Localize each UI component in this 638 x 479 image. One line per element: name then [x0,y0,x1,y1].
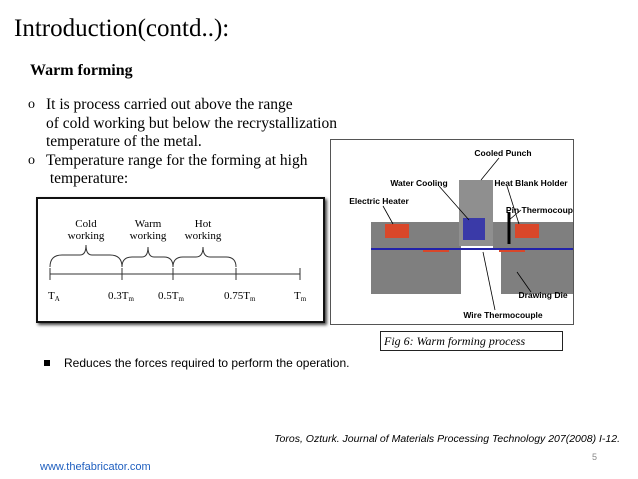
bullet-list: o It is process carried out above the ra… [28,96,368,189]
label-pin-thermocouple: Pin Thermocouple [506,205,573,215]
electric-heater-right [515,224,539,238]
footer-link[interactable]: www.thefabricator.com [40,461,151,473]
electric-heater-left [385,224,409,238]
page-number: 5 [592,452,598,462]
brace-hot [172,246,237,268]
sub-bullet-text: Reduces the forces required to perform t… [64,356,350,370]
bullet-marker: o [28,152,35,168]
leader-line [480,157,500,181]
sub-bullet-item: Reduces the forces required to perform t… [44,356,350,370]
bullet-item: o Temperature range for the forming at h… [28,152,368,189]
brace-cold [49,244,123,268]
slide-title: Introduction(contd..): [14,15,230,42]
process-diagram-svg: Cooled Punch Water Cooling Heat Blank Ho… [349,148,580,320]
square-bullet-icon [44,360,50,366]
range-label-line2: working [68,230,105,242]
brace-warm [121,246,174,268]
range-label-line2: working [185,230,222,242]
section-heading: Warm forming [30,62,133,79]
range-label-line1: Cold [75,218,97,230]
label-water-cooling: Water Cooling [390,178,447,188]
left-drawing-die [371,250,461,294]
bullet-line: temperature of the metal. [46,133,202,150]
left-blank-holder [371,222,461,248]
bullet-line: It is process carried out above the rang… [46,96,293,113]
right-drawing-die [501,250,573,294]
range-label-line2: working [130,230,167,242]
range-label-line1: Warm [135,218,162,230]
label-electric-heater: Electric Heater [349,196,409,206]
leader-line [382,205,394,225]
bullet-item: o It is process carried out above the ra… [28,96,368,152]
tick-label: Tm [294,290,307,303]
leader-line [508,209,522,221]
tick-label: 0.3Tm [108,290,134,303]
label-drawing-die: Drawing Die [518,290,567,300]
temperature-scale-diagram: Cold working Warm working Hot working TA… [36,197,325,323]
bullet-line: Temperature range for the forming at hig… [46,151,308,169]
leader-line [438,185,470,221]
leader-line [482,251,496,311]
tick-label: 0.5Tm [158,290,184,303]
bullet-text: It is process carried out above the rang… [46,96,368,152]
tick-label: 0.75Tm [224,290,256,303]
reference-citation: Toros, Ozturk. Journal of Materials Proc… [274,433,620,445]
bullet-line: of cold working but below the recrystall… [46,114,337,132]
label-cooled-punch: Cooled Punch [474,148,531,158]
temperature-scale-svg: Cold working Warm working Hot working TA… [48,218,307,303]
water-cooling-channel [463,218,485,240]
leader-line [516,271,532,293]
warm-forming-figure: Cooled Punch Water Cooling Heat Blank Ho… [330,139,580,325]
label-heat-blank-holder: Heat Blank Holder [494,178,568,188]
bullet-line: temperature: [46,170,129,187]
label-wire-thermocouple: Wire Thermocouple [463,310,543,320]
bullet-text: Temperature range for the forming at hig… [46,152,368,189]
tick-label: TA [48,290,60,303]
figure-caption: Fig 6: Warm forming process [380,331,563,351]
leader-line [506,185,520,225]
bullet-marker: o [28,97,35,112]
range-label-line1: Hot [195,218,212,230]
